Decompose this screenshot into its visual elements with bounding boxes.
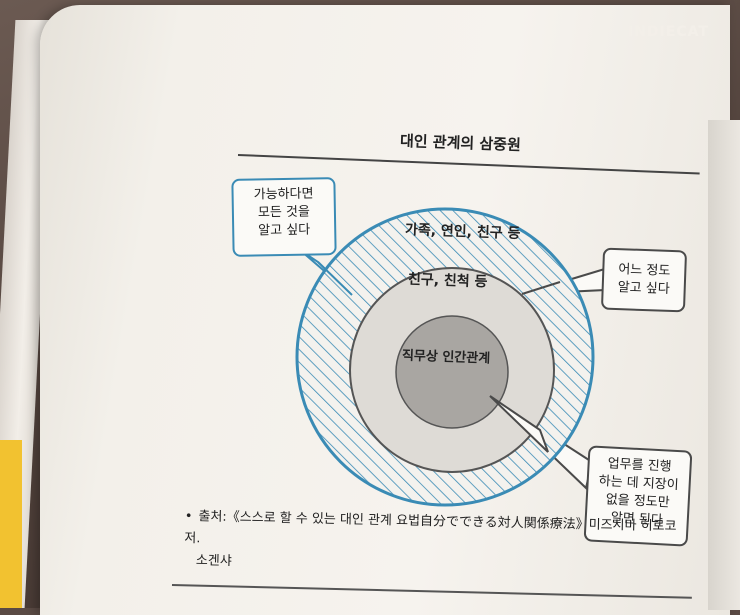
bubble-left: 가능하다면 모든 것을 알고 싶다 <box>231 177 337 257</box>
book-right-page <box>708 120 740 610</box>
inner-ring <box>395 315 509 429</box>
source-line-1: 출처:《스스로 할 수 있는 대인 관계 요법自分でできる対人関係療法》미즈시마… <box>184 509 677 547</box>
outer-ring-label: 가족, 연인, 친구 등 <box>404 221 521 243</box>
inner-ring-label: 직무상 인간관계 <box>401 348 491 367</box>
middle-ring-label: 친구, 친척 등 <box>407 271 488 291</box>
bubble-left-pointer-tip <box>317 261 353 296</box>
source-citation: •출처:《스스로 할 수 있는 대인 관계 요법自分でできる対人関係療法》미즈시… <box>184 506 685 582</box>
bubble-left-line-3: 알고 싶다 <box>258 222 311 239</box>
bubble-right-top-line-2: 알고 싶다 <box>617 280 670 297</box>
bubble-left-line-1: 가능하다면 <box>253 186 314 203</box>
watermark: INDIECAT <box>628 24 709 40</box>
bubble-right-top-pointer-tip <box>521 281 561 295</box>
bubble-right-top: 어느 정도 알고 싶다 <box>600 247 688 313</box>
bubble-left-line-2: 모든 것을 <box>257 204 311 221</box>
source-bullet: • <box>184 508 193 525</box>
book-cover-edge <box>0 440 22 608</box>
bubble-right-bottom-pointer-tip <box>489 395 549 453</box>
